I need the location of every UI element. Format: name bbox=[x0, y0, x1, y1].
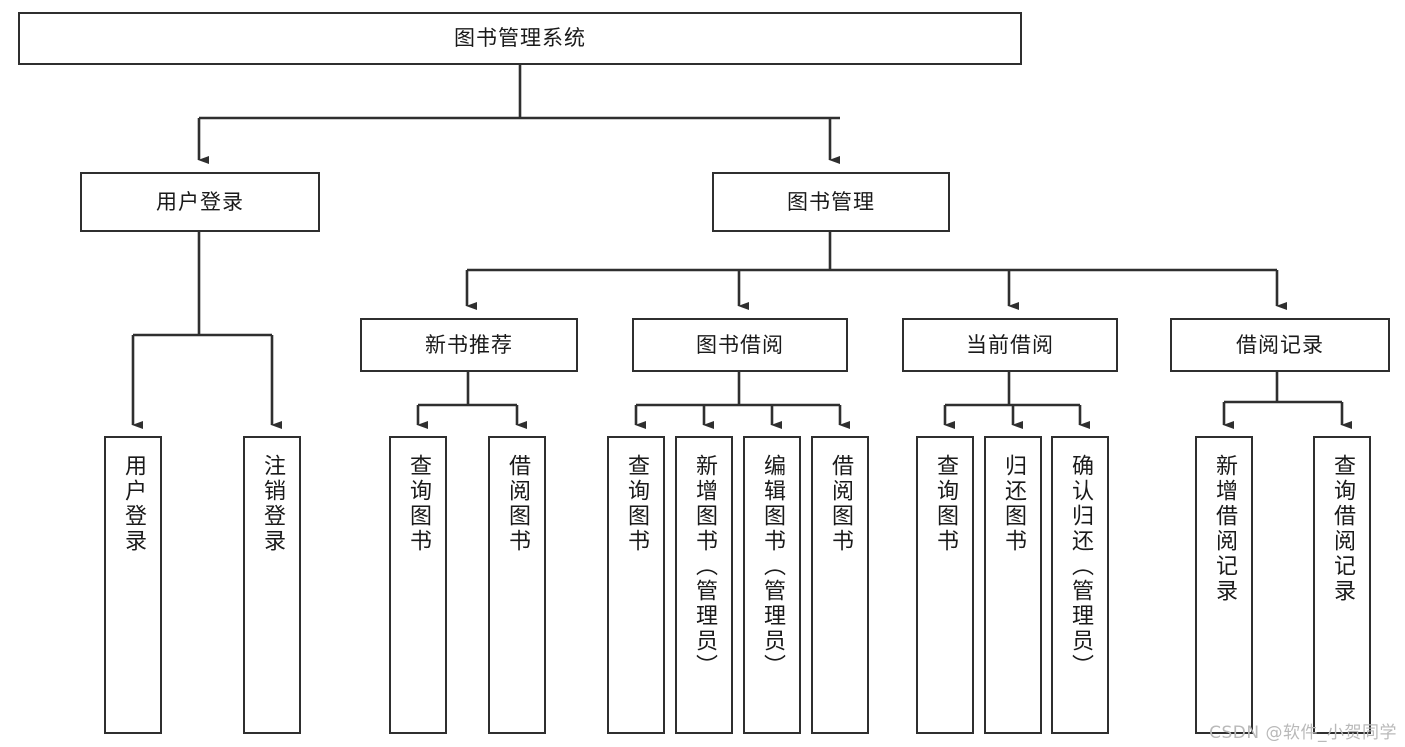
leaf-borrow-record-query-label: 查询借阅记录 bbox=[1330, 454, 1355, 604]
leaf-book-borrow-lend-label: 借阅图书 bbox=[828, 454, 853, 554]
node-book-management[interactable]: 图书管理 bbox=[712, 172, 950, 232]
leaf-user-login-signout[interactable]: 注销登录 bbox=[243, 436, 301, 734]
node-current-borrow[interactable]: 当前借阅 bbox=[902, 318, 1118, 372]
node-borrow-record[interactable]: 借阅记录 bbox=[1170, 318, 1390, 372]
leaf-borrow-record-add[interactable]: 新增借阅记录 bbox=[1195, 436, 1253, 734]
leaf-borrow-record-add-label: 新增借阅记录 bbox=[1212, 454, 1237, 604]
node-book-management-label: 图书管理 bbox=[787, 189, 875, 214]
leaf-current-borrow-query-label: 查询图书 bbox=[933, 454, 958, 554]
leaf-current-borrow-query[interactable]: 查询图书 bbox=[916, 436, 974, 734]
node-book-borrow-label: 图书借阅 bbox=[696, 332, 784, 357]
node-user-login-label: 用户登录 bbox=[156, 189, 244, 214]
leaf-new-book-query-label: 查询图书 bbox=[406, 454, 431, 554]
leaf-book-borrow-add-label: 新增图书（管理员） bbox=[692, 454, 717, 679]
leaf-current-borrow-return[interactable]: 归还图书 bbox=[984, 436, 1042, 734]
node-new-book-recommend-label: 新书推荐 bbox=[425, 332, 513, 357]
leaf-borrow-record-query[interactable]: 查询借阅记录 bbox=[1313, 436, 1371, 734]
leaf-book-borrow-add[interactable]: 新增图书（管理员） bbox=[675, 436, 733, 734]
leaf-user-login-signout-label: 注销登录 bbox=[260, 454, 285, 554]
leaf-book-borrow-query-label: 查询图书 bbox=[624, 454, 649, 554]
leaf-new-book-borrow[interactable]: 借阅图书 bbox=[488, 436, 546, 734]
leaf-new-book-borrow-label: 借阅图书 bbox=[505, 454, 530, 554]
node-borrow-record-label: 借阅记录 bbox=[1236, 332, 1324, 357]
leaf-user-login-signin-label: 用户登录 bbox=[121, 454, 146, 554]
leaf-book-borrow-query[interactable]: 查询图书 bbox=[607, 436, 665, 734]
leaf-book-borrow-lend[interactable]: 借阅图书 bbox=[811, 436, 869, 734]
node-current-borrow-label: 当前借阅 bbox=[966, 332, 1054, 357]
node-root-system-label: 图书管理系统 bbox=[454, 26, 586, 51]
leaf-book-borrow-edit[interactable]: 编辑图书（管理员） bbox=[743, 436, 801, 734]
node-root-system[interactable]: 图书管理系统 bbox=[18, 12, 1022, 65]
leaf-current-borrow-confirm[interactable]: 确认归还（管理员） bbox=[1051, 436, 1109, 734]
node-book-borrow[interactable]: 图书借阅 bbox=[632, 318, 848, 372]
csdn-watermark: CSDN @软件_小贺同学 bbox=[1209, 723, 1397, 743]
leaf-new-book-query[interactable]: 查询图书 bbox=[389, 436, 447, 734]
node-user-login[interactable]: 用户登录 bbox=[80, 172, 320, 232]
node-new-book-recommend[interactable]: 新书推荐 bbox=[360, 318, 578, 372]
leaf-current-borrow-return-label: 归还图书 bbox=[1001, 454, 1026, 554]
leaf-current-borrow-confirm-label: 确认归还（管理员） bbox=[1068, 454, 1093, 679]
leaf-user-login-signin[interactable]: 用户登录 bbox=[104, 436, 162, 734]
leaf-book-borrow-edit-label: 编辑图书（管理员） bbox=[760, 454, 785, 679]
